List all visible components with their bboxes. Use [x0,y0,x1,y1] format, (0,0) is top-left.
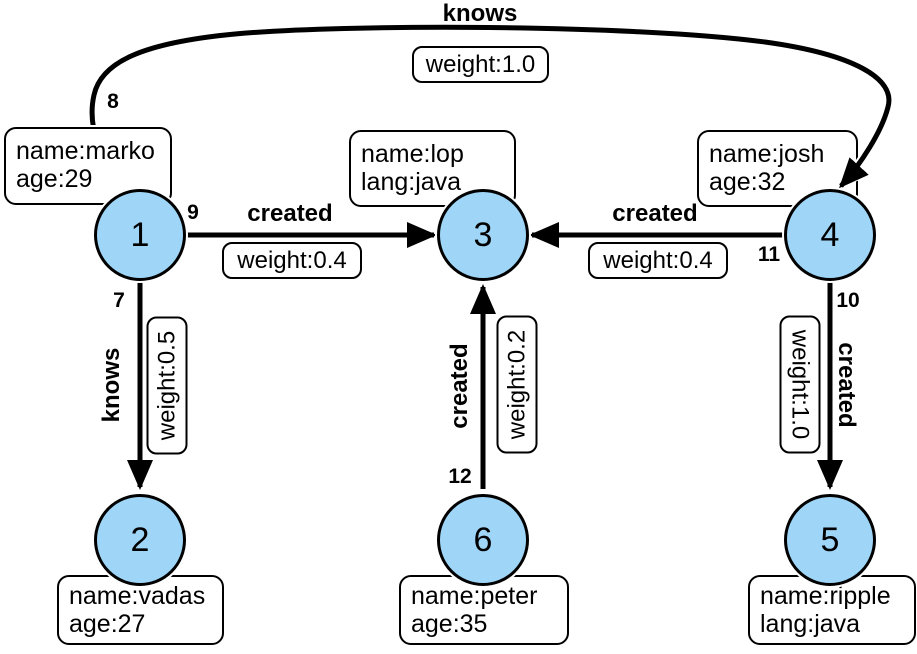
edge-knows-1-4-line [89,24,892,208]
edge-7-id: 7 [113,289,125,312]
edge-11-label: created [612,200,698,227]
edge-8-weight-box: weight:1.0 [412,46,549,83]
edge-10-id: 10 [836,289,860,312]
edge-9-label: created [247,200,333,227]
node-3: 3 [437,189,529,281]
node-2: 2 [94,494,186,586]
node-5-id: 5 [820,520,840,559]
edge-11-id: 11 [757,243,781,266]
prop-line: name:lop [361,140,464,168]
edge-9-weight-box: weight:0.4 [222,242,362,279]
props-box-vadas: name:vadas age:27 [57,575,224,645]
node-2-id: 2 [130,520,150,559]
props-box-josh: name:josh age:32 [697,130,858,207]
edge-8-label: knows [442,0,518,27]
prop-line: age:29 [16,165,93,193]
node-3-id: 3 [473,215,493,254]
prop-line: age:32 [709,168,786,196]
edge-12-label: created [446,343,473,429]
edge-10-label: created [833,342,860,428]
node-6: 6 [437,494,529,586]
node-4-id: 4 [820,215,840,254]
edge-8-id: 8 [107,90,119,113]
prop-line: name:josh [709,140,825,168]
prop-line: name:peter [411,582,538,610]
edge-knows-1-4 [87,22,894,210]
node-1: 1 [94,189,186,281]
edge-7-label: knows [98,347,125,423]
props-box-ripple: name:ripple lang:java [748,575,916,645]
prop-line: lang:java [361,168,462,196]
edge-12-weight-box: weight:0.2 [496,315,538,454]
node-5: 5 [784,494,876,586]
edge-7-weight-box: weight:0.5 [146,316,188,455]
prop-line: lang:java [760,610,861,638]
edge-11-weight-box: weight:0.4 [588,242,728,279]
prop-line: age:35 [411,610,488,638]
prop-line: name:marko [16,137,155,165]
props-box-lop: name:lop lang:java [349,130,516,207]
props-box-marko: name:marko age:29 [4,127,172,205]
prop-line: name:vadas [69,582,206,610]
prop-line: age:27 [69,610,146,638]
node-1-id: 1 [130,215,150,254]
edge-12-id: 12 [448,465,472,488]
edge-10-weight-box: weight:1.0 [779,315,821,454]
edge-9-id: 9 [187,201,199,224]
node-4: 4 [784,189,876,281]
props-box-peter: name:peter age:35 [399,575,569,645]
node-6-id: 6 [473,520,493,559]
prop-line: name:ripple [760,582,891,610]
